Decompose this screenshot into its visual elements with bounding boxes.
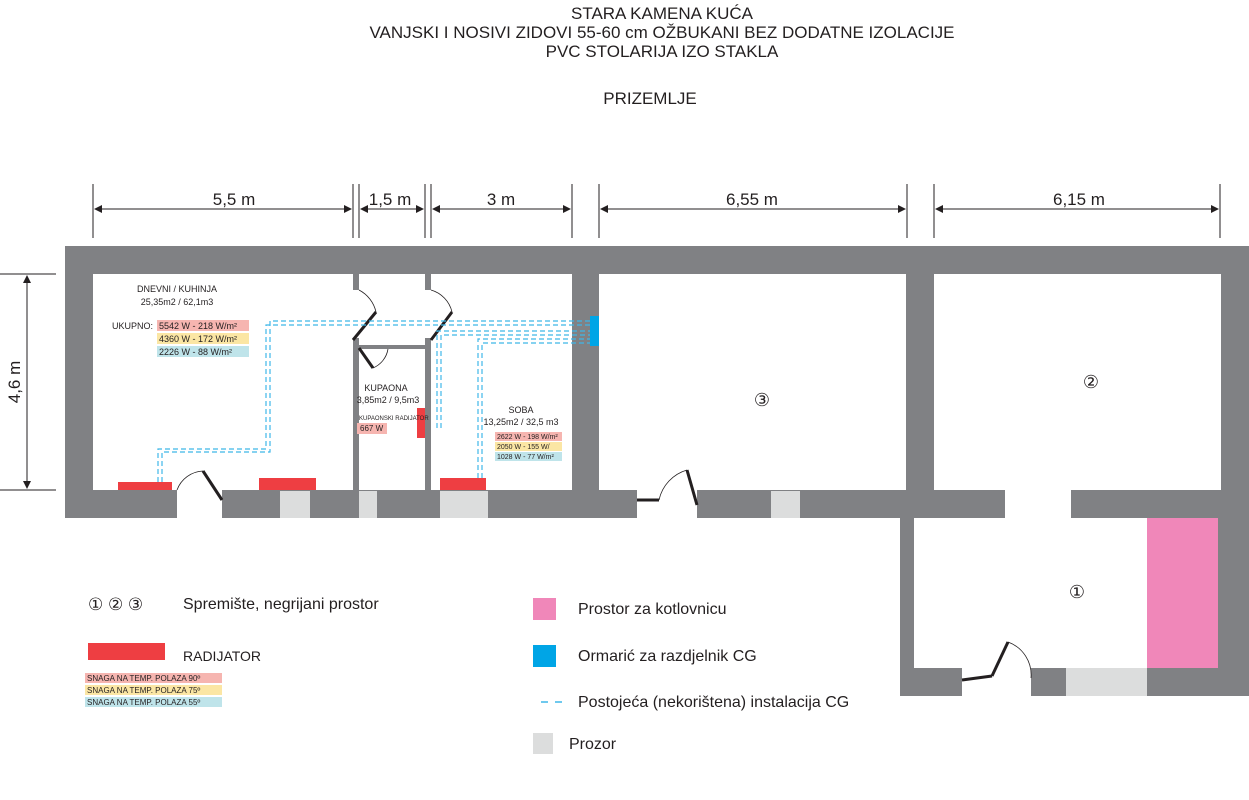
- legend-temp55: SNAGA NA TEMP. POLAZA 55º: [87, 698, 200, 707]
- dimension-arrows: [23, 205, 1219, 489]
- legend-storage-text: Spremište, negrijani prostor: [183, 596, 379, 613]
- living-room-name: DNEVNI / KUHINJA: [137, 284, 217, 294]
- bath-p90-highlight: [357, 423, 387, 434]
- title-line-1: STARA KAMENA KUĆA: [571, 4, 754, 23]
- living-p90-highlight: [157, 320, 249, 331]
- soba-p90-highlight: [495, 432, 562, 441]
- dim-storage2-width: 6,15 m: [1053, 190, 1105, 209]
- legend-radiator-swatch: [88, 643, 165, 660]
- radiators: [118, 408, 486, 490]
- soba-p75-highlight: [495, 442, 562, 451]
- legend-radiator-text: RADIJATOR: [183, 648, 261, 664]
- legend-temp55-highlight: [85, 697, 222, 707]
- living-p55-highlight: [157, 346, 249, 357]
- soba-power-55: 1028 W - 77 W/m²: [497, 454, 554, 461]
- soba-power-90: 2622 W - 198 W/m²: [497, 434, 558, 441]
- bath-power-90: 667 W: [360, 424, 384, 433]
- living-room-area: 25,35m2 / 62,1m3: [141, 297, 214, 307]
- legend-boiler-swatch: [533, 598, 556, 620]
- living-total-label: UKUPNO:: [112, 321, 153, 331]
- soba-p55-highlight: [495, 452, 562, 461]
- doors: [176, 289, 1032, 682]
- boiler-room: [1147, 518, 1218, 668]
- title-line-3: PVC STOLARIJA IZO STAKLA: [546, 42, 779, 61]
- dim-bath-width: 1,5 m: [369, 190, 412, 209]
- bath-name: KUPAONA: [364, 383, 407, 393]
- legend-temp75: SNAGA NA TEMP. POLAZA 75º: [87, 686, 200, 695]
- dim-height: 4,6 m: [5, 361, 24, 404]
- floor-title: PRIZEMLJE: [603, 89, 697, 108]
- dim-storage3-width: 6,55 m: [726, 190, 778, 209]
- soba-name: SOBA: [508, 405, 533, 415]
- windows: [280, 491, 1147, 696]
- soba-power-75: 2050 W - 155 W/: [497, 444, 550, 451]
- living-power-90: 5542 W - 218 W/m²: [159, 321, 237, 331]
- legend-temp75-highlight: [85, 685, 222, 695]
- legend-storage-symbols: ① ② ③: [88, 595, 143, 614]
- legend-pipes-text: Postojeća (nekorištena) instalacija CG: [578, 694, 849, 711]
- legend-window-swatch: [533, 733, 553, 754]
- legend-temp90: SNAGA NA TEMP. POLAZA 90º: [87, 674, 200, 683]
- bath-area: 3,85m2 / 9,5m3: [357, 395, 420, 405]
- living-power-75: 4360 W - 172 W/m²: [159, 334, 237, 344]
- legend-boiler-text: Prostor za kotlovnicu: [578, 601, 727, 618]
- living-power-55: 2226 W - 88 W/m²: [159, 347, 232, 357]
- soba-area: 13,25m2 / 32,5 m3: [483, 417, 558, 427]
- dimension-lines: [0, 184, 1221, 491]
- storage-1-number: ①: [1069, 582, 1085, 602]
- legend-temp90-highlight: [85, 673, 222, 683]
- living-p75-highlight: [157, 333, 249, 344]
- heating-pipes: [157, 320, 593, 482]
- legend-manifold-text: Ormarić za razdjelnik CG: [578, 648, 757, 665]
- storage-2-number: ②: [1083, 372, 1099, 392]
- dim-living-width: 5,5 m: [213, 190, 256, 209]
- dim-room-width: 3 m: [487, 190, 515, 209]
- manifold-cabinet: [590, 316, 599, 346]
- storage-3-number: ③: [754, 390, 770, 410]
- title-line-2: VANJSKI I NOSIVI ZIDOVI 55-60 cm OŽBUKAN…: [369, 23, 954, 42]
- legend-manifold-swatch: [533, 645, 556, 667]
- walls: [65, 246, 1249, 696]
- bath-radiator-label: KUPAONSKI RADIJATOR: [359, 416, 429, 422]
- legend-window-text: Prozor: [569, 736, 617, 753]
